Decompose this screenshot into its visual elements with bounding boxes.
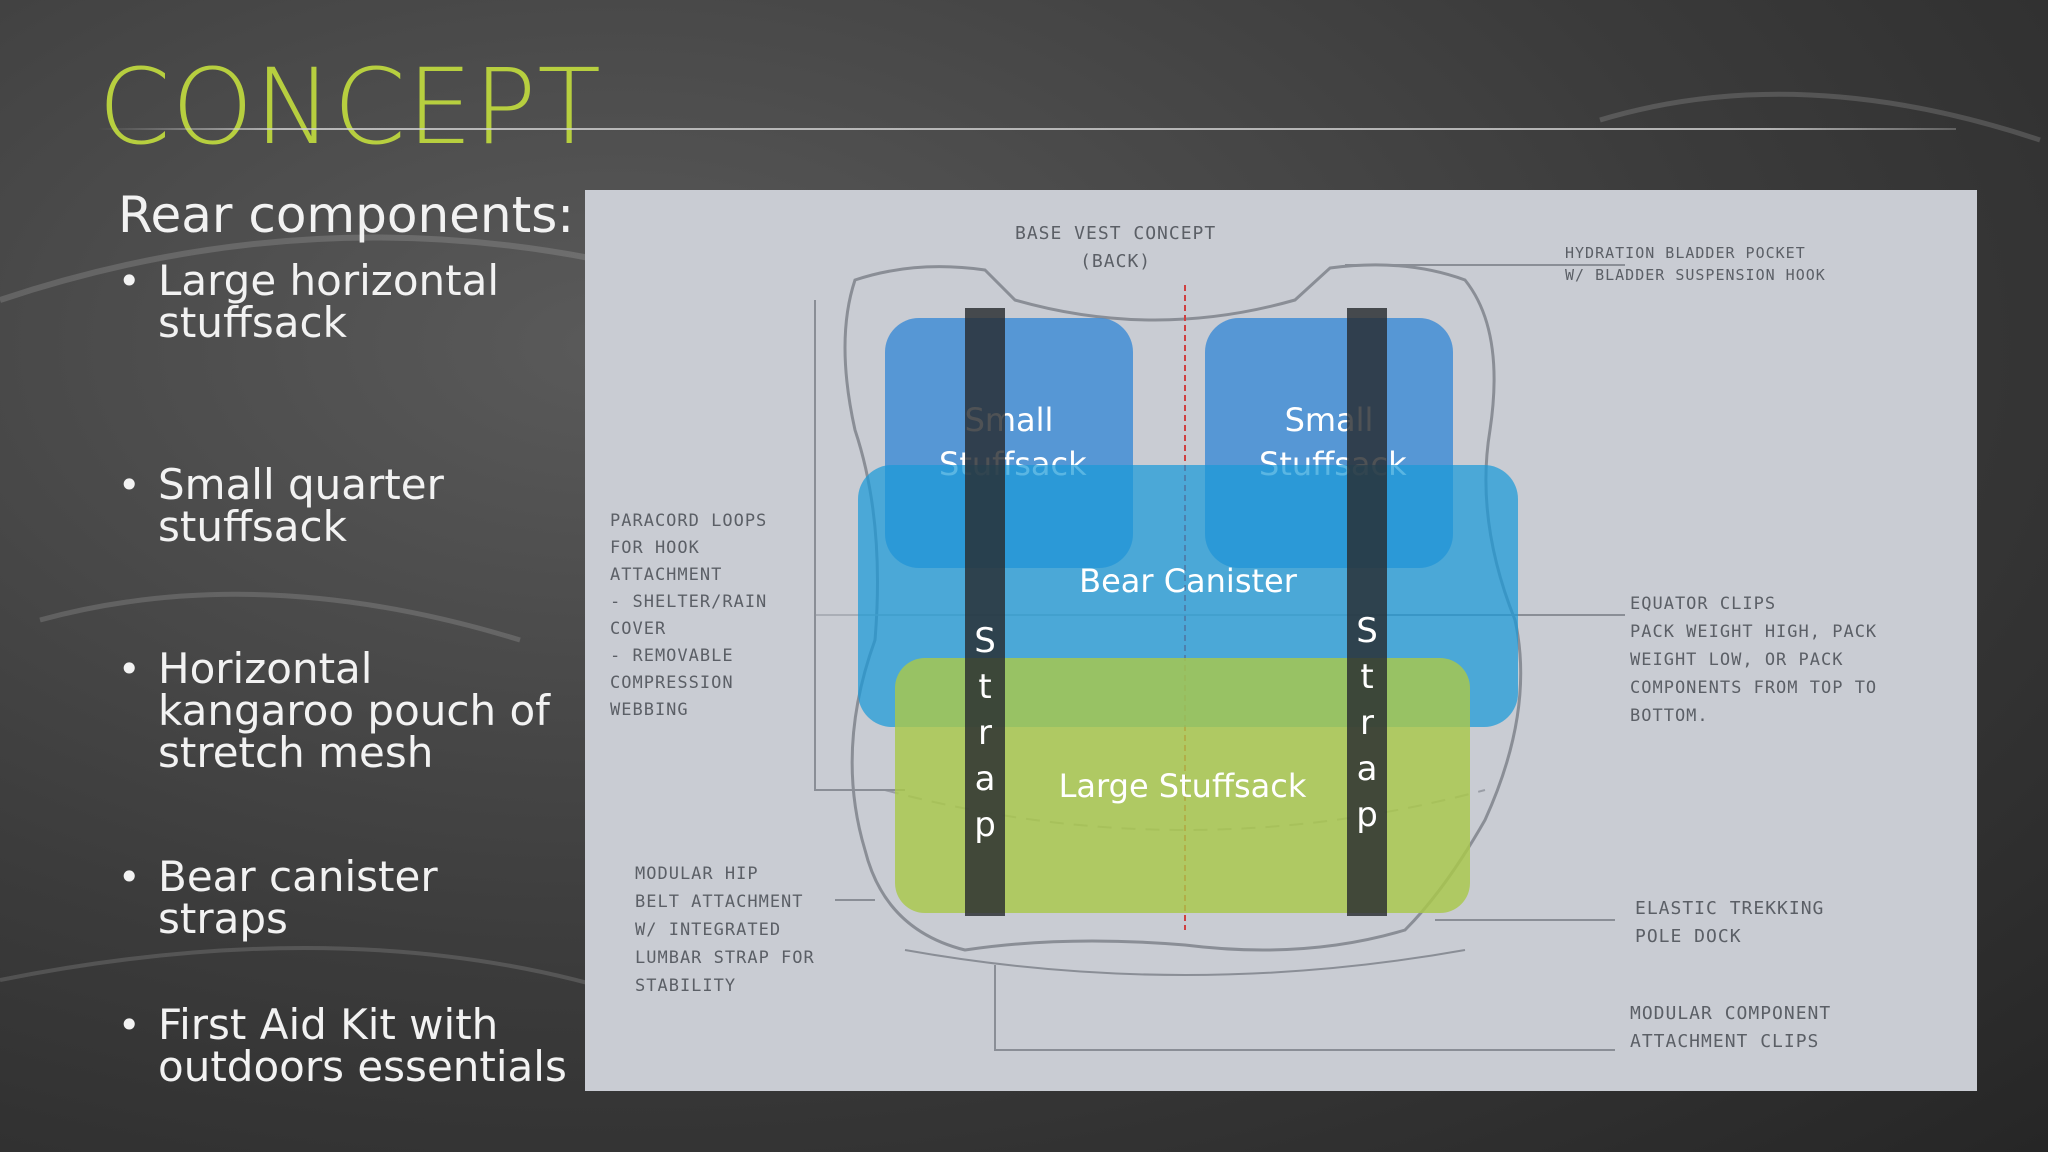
slide-title: CONCEPT [98,46,602,168]
bear-canister-strap-left: S t r a p [965,308,1005,916]
note-attachment-clips: MODULAR COMPONENT ATTACHMENT CLIPS [1630,1003,1832,1052]
note-equator-clips: EQUATOR CLIPS PACK WEIGHT HIGH, PACK WEI… [1630,594,1878,726]
bear-canister-strap-right: S t r a p [1347,308,1387,916]
concept-sketch-photo: BASE VEST CONCEPT (BACK) HYDRATION BLADD… [585,190,1977,1091]
note-hydration: HYDRATION BLADDER POCKET W/ BLADDER SUSP… [1565,244,1826,284]
bullet-item: Bear canister straps [118,856,578,940]
note-base-vest: BASE VEST CONCEPT (BACK) [1015,223,1217,272]
bullet-item: Small quarter stuffsack [118,464,578,548]
bullet-item: Horizontal kangaroo pouch of stretch mes… [118,648,578,774]
bullet-item: Large horizontal stuffsack [118,260,578,344]
note-hip-belt: MODULAR HIP BELT ATTACHMENT W/ INTEGRATE… [635,864,815,996]
note-paracord: PARACORD LOOPS FOR HOOK ATTACHMENT - SHE… [610,511,768,720]
bullet-list: Large horizontal stuffsack Small quarter… [118,260,578,1088]
subheading: Rear components: [118,186,575,244]
bullet-item: First Aid Kit with outdoors essentials [118,1004,578,1088]
note-pole-dock: ELASTIC TREKKING POLE DOCK [1635,898,1825,947]
title-divider [98,128,1956,130]
